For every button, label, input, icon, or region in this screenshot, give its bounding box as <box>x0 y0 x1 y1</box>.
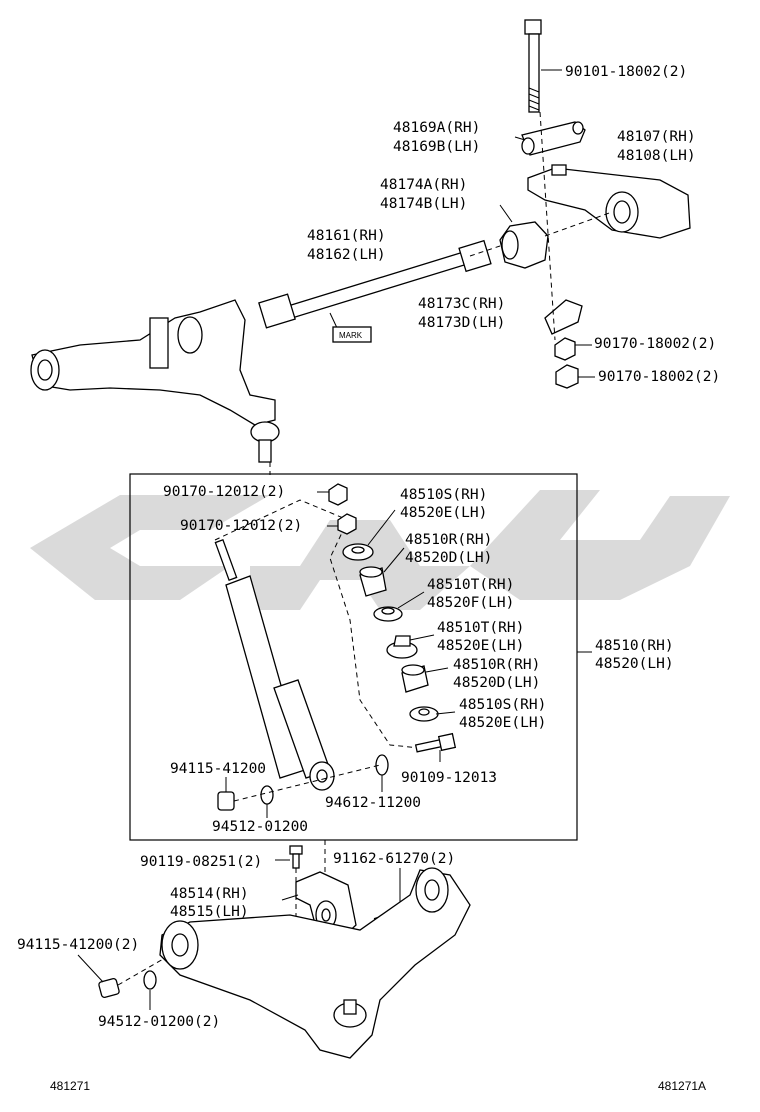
label-48107: 48107(RH) <box>617 129 696 145</box>
washer-94612-11200 <box>375 754 389 776</box>
nut-90170-12012-b <box>337 513 357 535</box>
label-48169a: 48169A(RH) <box>393 120 480 136</box>
kit-washer-2 <box>409 706 439 722</box>
label-48510r-1: 48510R(RH) <box>405 532 492 548</box>
label-90119-08251: 90119-08251(2) <box>140 854 262 870</box>
shock-kit-box <box>129 473 578 841</box>
upper-control-arm <box>30 299 280 463</box>
nut-90170-12012-a <box>328 483 348 506</box>
shock-absorber <box>214 539 335 791</box>
label-48515: 48515(LH) <box>170 904 249 920</box>
label-48510r-2: 48510R(RH) <box>453 657 540 673</box>
label-48174a: 48174A(RH) <box>380 177 467 193</box>
kit-washer-1 <box>342 543 374 561</box>
label-48161: 48161(RH) <box>307 228 386 244</box>
lower-control-arm <box>159 867 471 1059</box>
kit-retainer-2 <box>386 635 418 659</box>
label-48173d: 48173D(LH) <box>418 315 505 331</box>
label-48514: 48514(RH) <box>170 886 249 902</box>
part-48169 <box>521 121 586 156</box>
part-48173 <box>544 299 583 335</box>
label-94512-01200-b: 94512-01200(2) <box>98 1014 220 1030</box>
label-48173c: 48173C(RH) <box>418 296 505 312</box>
label-48510: 48510(RH) <box>595 638 674 654</box>
label-48510s-2: 48510S(RH) <box>459 697 546 713</box>
label-90101-18002: 90101-18002(2) <box>565 64 687 80</box>
watermark-logo <box>30 490 730 610</box>
label-48520e-3: 48520E(LH) <box>459 715 546 731</box>
label-48169b: 48169B(LH) <box>393 139 480 155</box>
label-48520f: 48520F(LH) <box>427 595 514 611</box>
kit-retainer-1 <box>373 606 403 622</box>
label-48510s-1: 48510S(RH) <box>400 487 487 503</box>
label-48162: 48162(LH) <box>307 247 386 263</box>
label-48520: 48520(LH) <box>595 656 674 672</box>
label-90170-18002-a: 90170-18002(2) <box>594 336 716 352</box>
nut-90170-18002-a <box>554 337 576 361</box>
label-48108: 48108(LH) <box>617 148 696 164</box>
part-48161-torsion-bar <box>258 239 492 329</box>
figure-id-left: 481271 <box>50 1079 90 1093</box>
label-48510t-1: 48510T(RH) <box>427 577 514 593</box>
kit-cushion-2 <box>401 664 429 693</box>
label-48520d-2: 48520D(LH) <box>453 675 540 691</box>
bolt-90101-18002 <box>524 19 542 113</box>
kit-cushion-1 <box>359 566 387 597</box>
figure-id-right: 481271A <box>658 1079 706 1093</box>
label-48510t-2: 48510T(RH) <box>437 620 524 636</box>
label-90170-18002-b: 90170-18002(2) <box>598 369 720 385</box>
label-90109-12013: 90109-12013 <box>401 770 497 786</box>
label-90170-12012-a: 90170-12012(2) <box>163 484 285 500</box>
bushing-94115-41200-lower <box>98 977 120 999</box>
label-48520e-2: 48520E(LH) <box>437 638 524 654</box>
nut-90170-18002-b <box>555 364 579 389</box>
part-48107 <box>527 164 691 239</box>
label-94612-11200: 94612-11200 <box>325 795 421 811</box>
bolt-90119-08251 <box>289 845 303 869</box>
bolt-90109-12013 <box>414 732 457 753</box>
label-48520d-1: 48520D(LH) <box>405 550 492 566</box>
washer-94512-01200 <box>260 785 274 805</box>
label-91162-61270: 91162-61270(2) <box>333 851 455 867</box>
mark-label: MARK <box>339 331 363 340</box>
label-94115-41200-b: 94115-41200(2) <box>17 937 139 953</box>
label-94115-41200-a: 94115-41200 <box>170 761 266 777</box>
label-90170-12012-b: 90170-12012(2) <box>180 518 302 534</box>
label-48520e-1: 48520E(LH) <box>400 505 487 521</box>
washer-94512-01200-lower <box>143 970 157 990</box>
part-48174 <box>499 221 549 269</box>
bushing-94115-41200 <box>217 791 235 811</box>
label-94512-01200-a: 94512-01200 <box>212 819 308 835</box>
label-48174b: 48174B(LH) <box>380 196 467 212</box>
